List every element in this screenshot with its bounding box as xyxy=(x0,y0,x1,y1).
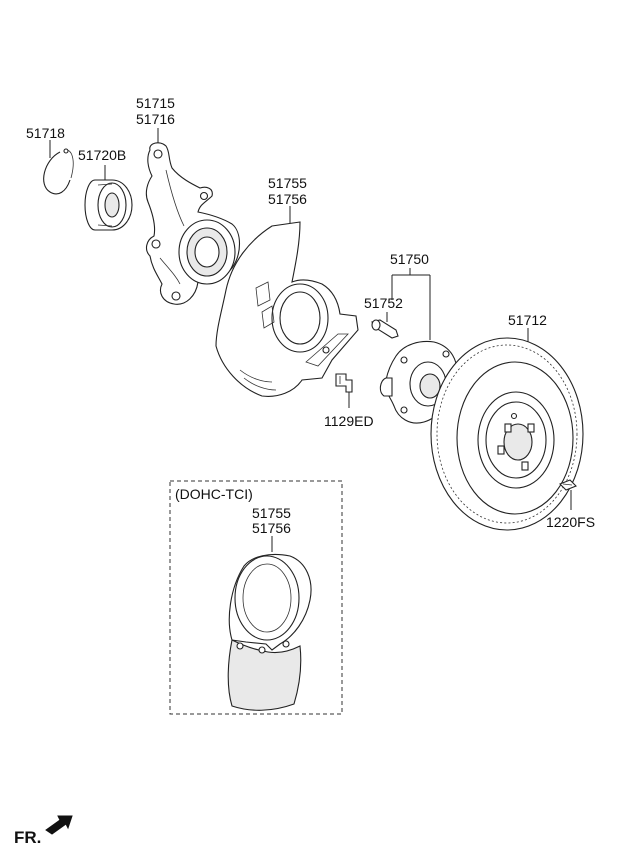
label-knuckle-a: 51715 xyxy=(136,95,175,111)
label-dust-cover-b: 51756 xyxy=(268,191,307,207)
label-disc: 51712 xyxy=(508,312,547,328)
cover-bolt xyxy=(335,373,353,408)
label-dust-cover-a: 51755 xyxy=(268,175,307,191)
wheel-bearing xyxy=(84,165,133,231)
label-knuckle-b: 51716 xyxy=(136,111,175,127)
label-cover-bolt: 1129ED xyxy=(324,413,374,429)
brake-disc xyxy=(430,328,584,531)
variant-box xyxy=(169,480,343,715)
label-hub-assy: 51750 xyxy=(390,251,429,267)
label-snap-ring: 51718 xyxy=(26,125,65,141)
arrow-icon xyxy=(45,815,73,835)
variant-title: (DOHC-TCI) xyxy=(175,486,253,502)
label-variant-cover-b: 51756 xyxy=(252,520,291,536)
variant-dust-cover xyxy=(227,536,312,711)
label-hub-bolt: 51752 xyxy=(364,295,403,311)
snap-ring xyxy=(43,140,74,195)
label-disc-screw: 1220FS xyxy=(546,514,595,530)
label-variant-cover-a: 51755 xyxy=(252,505,291,521)
label-bearing: 51720B xyxy=(78,147,126,163)
dust-cover xyxy=(215,206,359,397)
disc-screw xyxy=(559,479,577,510)
front-indicator-label: FR. xyxy=(14,828,41,847)
steering-knuckle xyxy=(145,128,241,305)
